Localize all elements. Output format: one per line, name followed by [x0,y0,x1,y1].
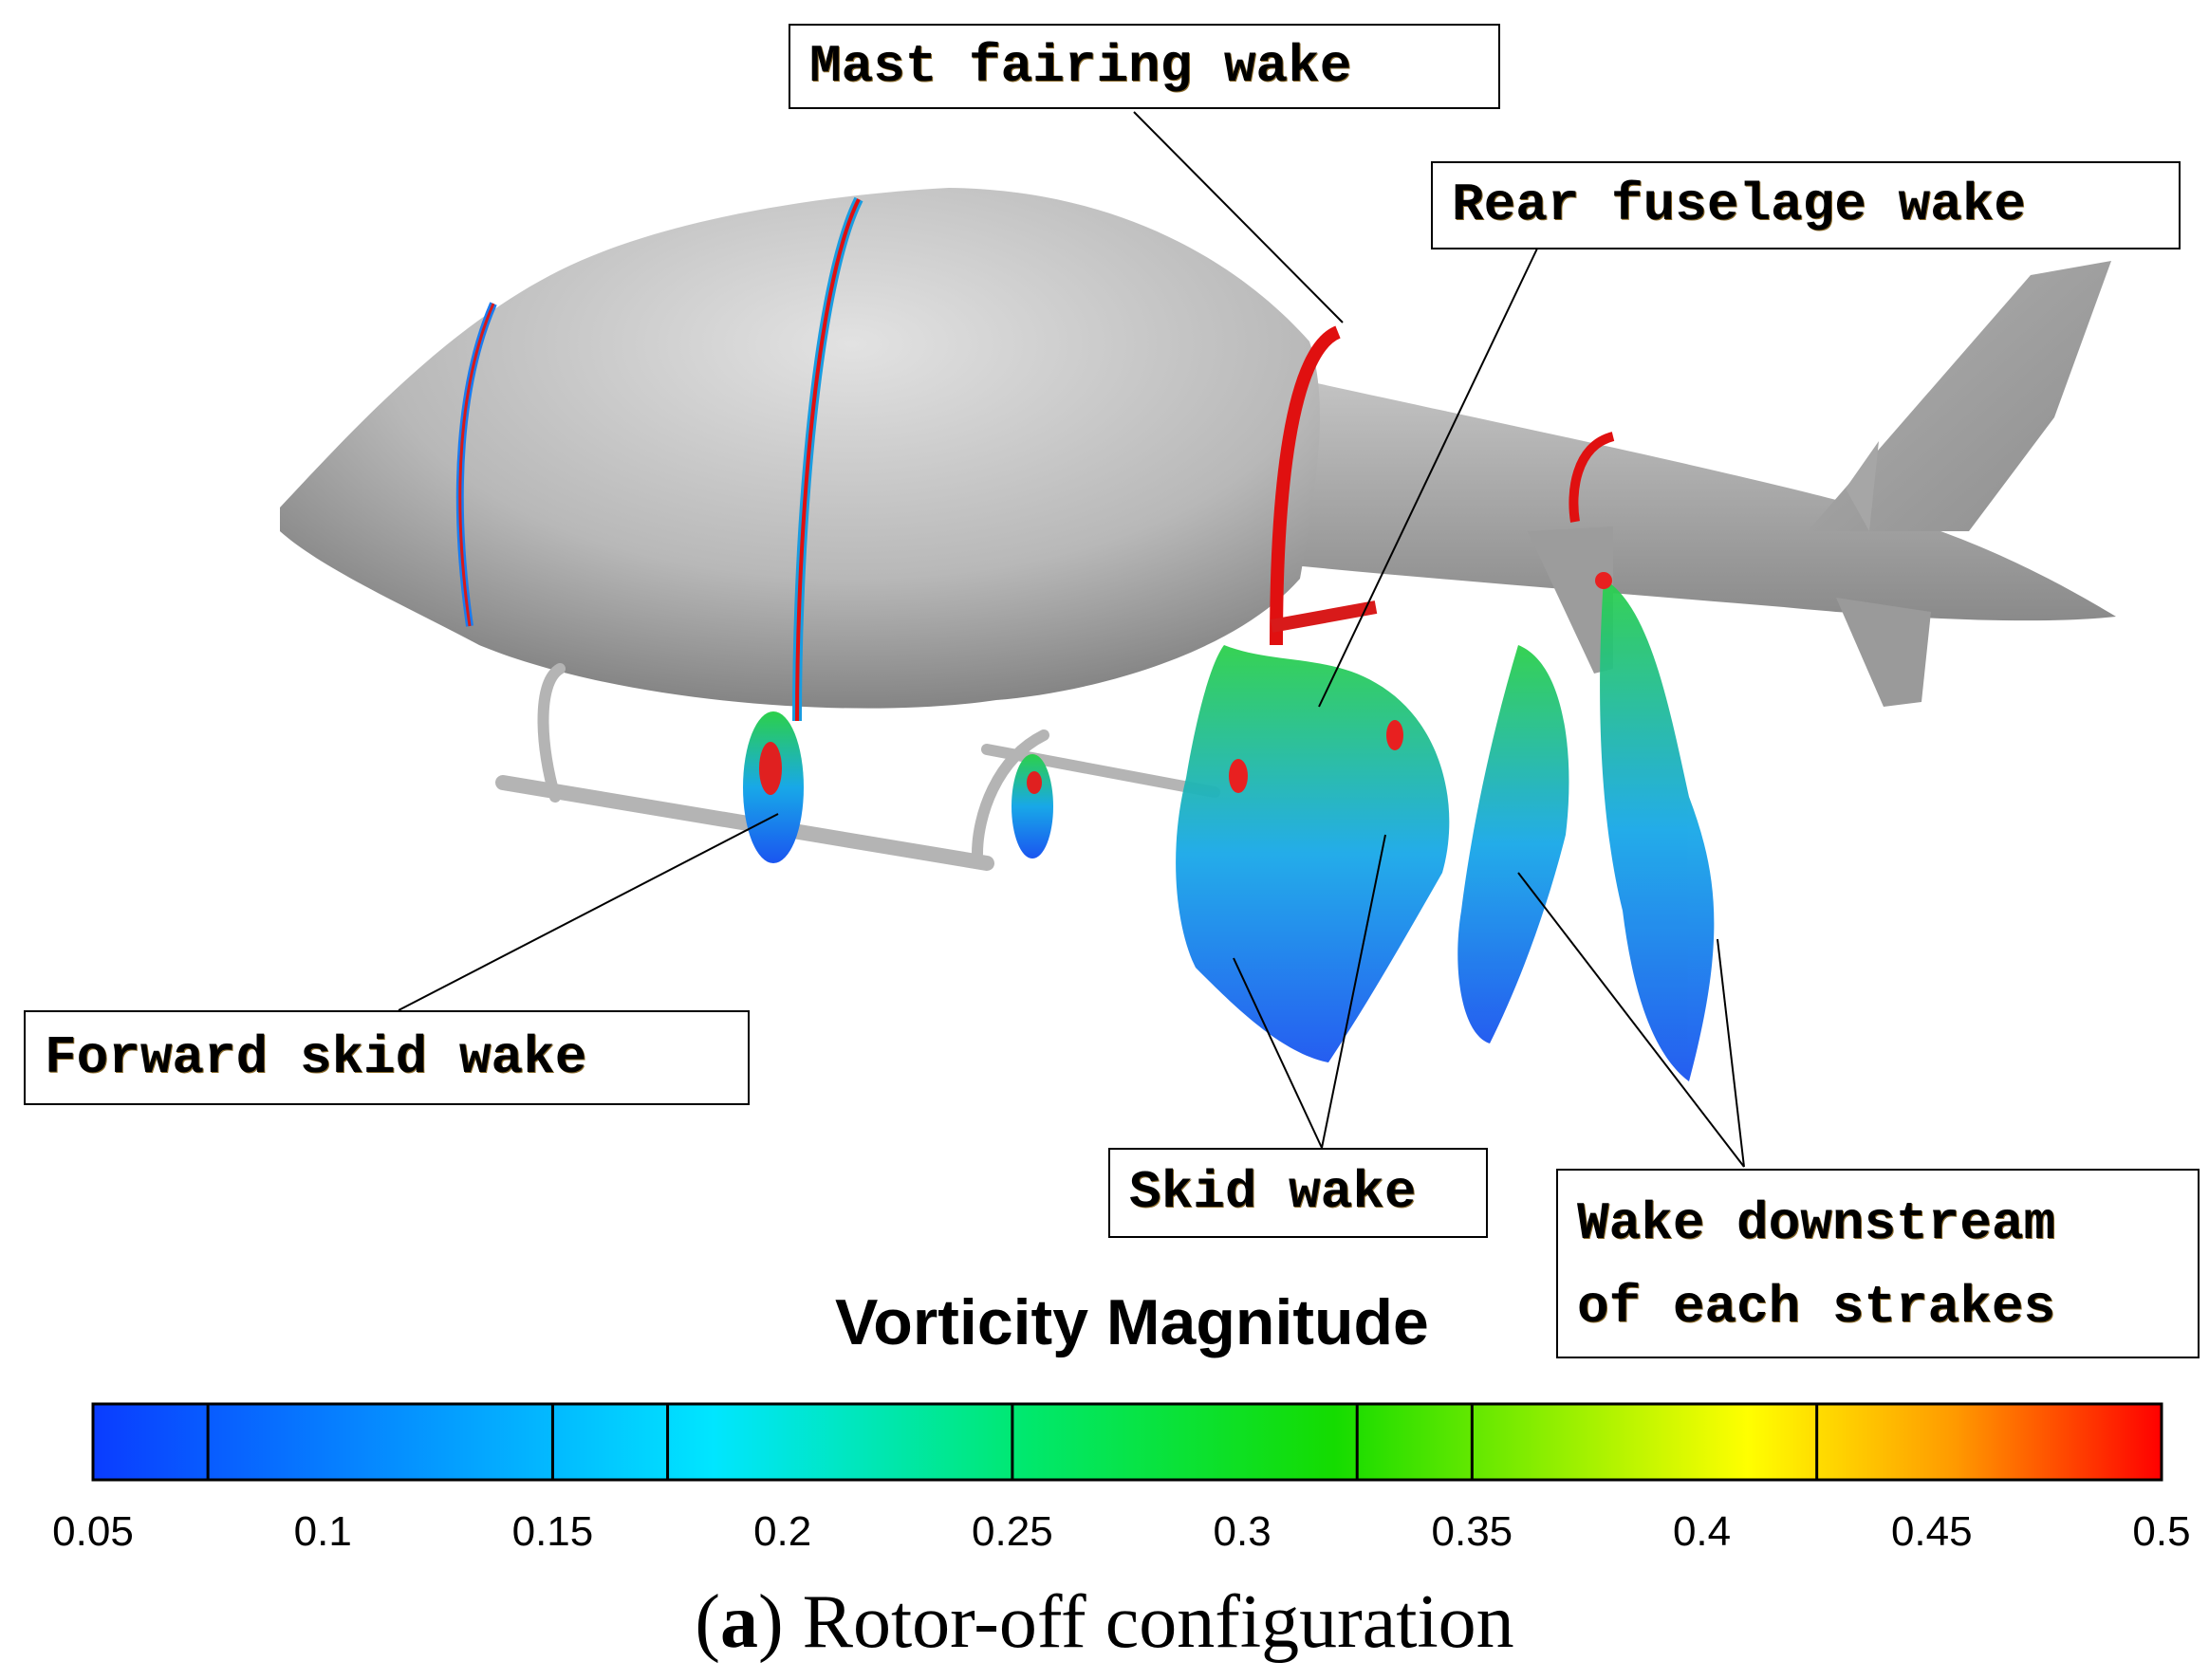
caption-text: Rotor-off configuration [783,1580,1514,1664]
rear-fuselage-wake-label: Rear fuselage wake [1431,161,2181,249]
vertical-fin-upper [1808,261,2111,531]
leader-lines [398,111,1745,1168]
colorbar-tick-label: 0.4 [1672,1508,1732,1555]
tail-boom [1215,360,2116,621]
strake [1528,526,1613,674]
strake-wake-label: Wake downstream of each strakes [1556,1169,2200,1358]
caption-label: a [719,1580,758,1664]
colorbar-tick-label: 0.1 [293,1508,352,1555]
horizontal-stabilizer [1846,441,1879,531]
rear-crosstube [972,729,1049,859]
strake-wake-plume-1 [1457,645,1569,1043]
colorbar-tick-label: 0.2 [753,1508,812,1555]
colorbar-tick-label: 0.05 [52,1508,134,1555]
vorticity-rings [455,196,1615,722]
forward-skid-wake-text: Forward skid wake [45,1027,587,1088]
wake-hotspots [1229,572,1612,793]
downstream-wakes [1176,579,1715,1081]
skid-wake-plume [1176,645,1450,1062]
strake-wake-plume-2 [1600,579,1715,1081]
landing-skid [495,663,1220,871]
forward-skid-wake [743,711,1053,863]
colorbar-gradient [91,1402,2163,1482]
colorbar-tick-label: 0.45 [1890,1508,1973,1555]
skid-tube [495,775,994,871]
vertical-fin-lower [1836,598,1931,707]
fuselage [280,188,1320,709]
strake-wake-text-2: of each strakes [1577,1277,2056,1338]
tail-assembly [1215,261,2116,707]
figure-caption: (a) Rotor-off configuration [695,1580,1514,1664]
ring-4 [1569,432,1615,523]
ring-2-core [795,198,861,722]
skid-wake-text: Skid wake [1129,1162,1417,1223]
mast-fairing-wake-label: Mast fairing wake [789,24,1500,109]
colorbar-title: Vorticity Magnitude [835,1286,1429,1358]
colorbar [91,1402,2163,1482]
forward-skid-wake-label: Forward skid wake [24,1010,750,1105]
ring-1-core [458,303,495,627]
skid-wake-label: Skid wake [1108,1148,1488,1238]
rear-fuselage-wake-text: Rear fuselage wake [1452,175,2026,235]
colorbar-tick-label: 0.3 [1213,1508,1272,1555]
colorbar-tick-label: 0.5 [2132,1508,2191,1555]
mast-fairing-wake-text: Mast fairing wake [809,36,1352,97]
ring-3-base [1270,600,1378,633]
rear-skid-tube [981,744,1220,798]
colorbar-level-lines [91,1404,1819,1480]
ring-3 [1270,325,1342,646]
front-crosstube [537,663,566,803]
colorbar-tick-label: 0.15 [511,1508,594,1555]
colorbar-tick-label: 0.25 [972,1508,1053,1555]
colorbar-tick-label: 0.35 [1431,1508,1513,1555]
strake-wake-text-1: Wake downstream [1577,1193,2056,1254]
